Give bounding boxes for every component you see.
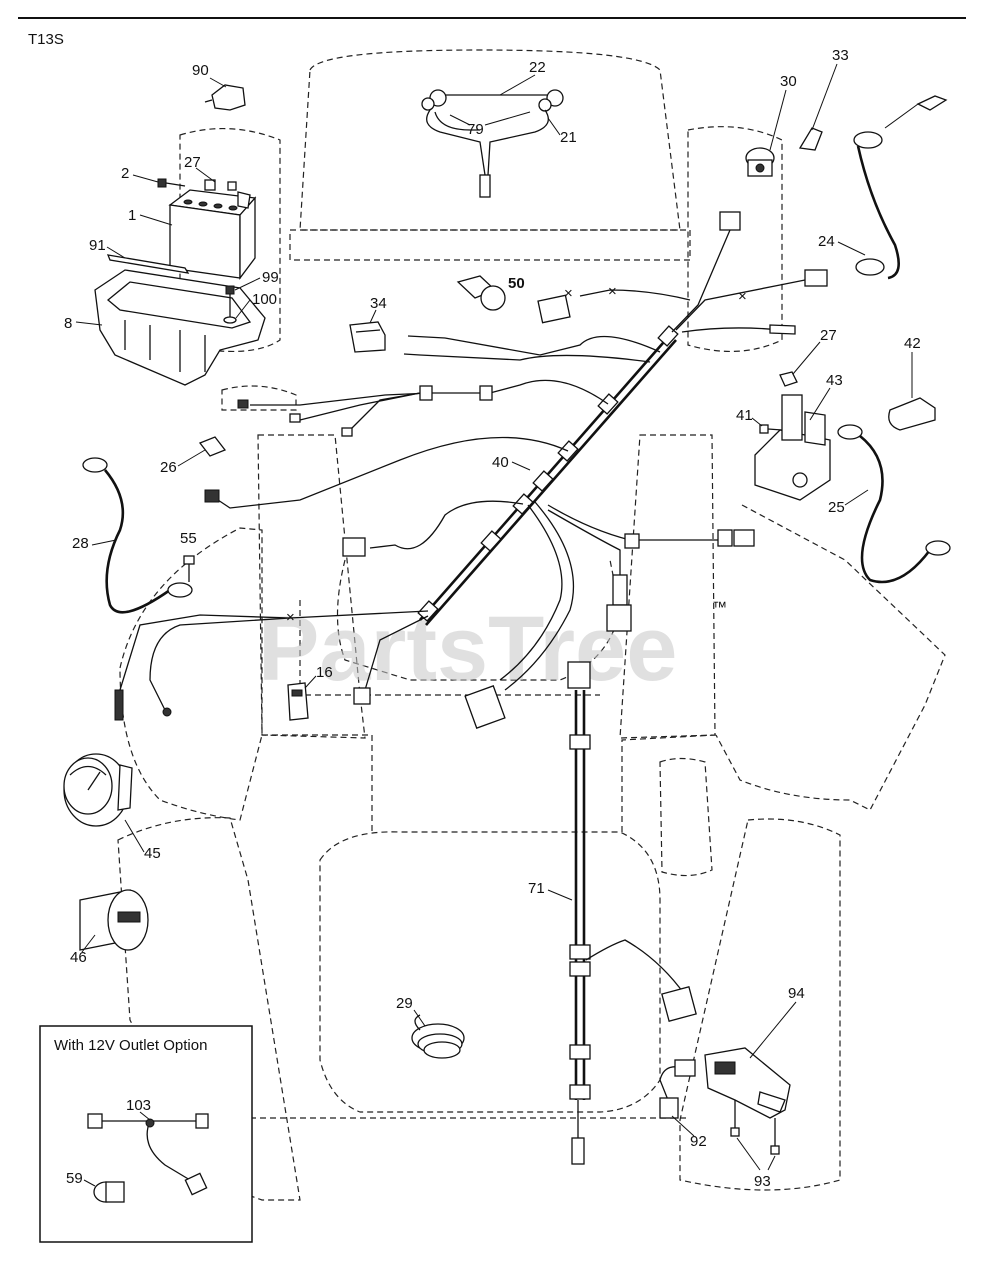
- label-99: 99: [262, 269, 279, 286]
- label-46: 46: [70, 949, 87, 966]
- label-8: 8: [64, 315, 72, 332]
- part-16-module: [287, 682, 309, 721]
- label-40: 40: [492, 454, 509, 471]
- label-100: 100: [252, 291, 277, 308]
- part-50-switch: [456, 275, 506, 311]
- part-24-cable: [853, 95, 948, 280]
- svg-text:×: ×: [286, 609, 295, 626]
- part-55-screw: [183, 555, 195, 582]
- part-29-coil: [411, 1014, 465, 1059]
- label-79: 79: [467, 121, 484, 138]
- part-33-key: [798, 127, 823, 151]
- part-93-screws: [730, 1100, 780, 1155]
- part-90-plug: [204, 84, 246, 111]
- label-24: 24: [818, 233, 835, 250]
- part-22-headlight-harness: [421, 89, 564, 198]
- label-91: 91: [89, 237, 106, 254]
- label-103: 103: [126, 1097, 151, 1114]
- label-29: 29: [396, 995, 413, 1012]
- part-27-nut-b: [779, 371, 798, 387]
- part-45-hour-meter: [63, 753, 133, 827]
- part-26-clip: [198, 436, 227, 457]
- label-34: 34: [370, 295, 387, 312]
- label-22: 22: [529, 59, 546, 76]
- part-94-switch: [704, 1047, 791, 1119]
- inset-12v-outlet: With 12V Outlet Option 103 59: [39, 1025, 253, 1243]
- label-21: 21: [560, 129, 577, 146]
- label-90: 90: [192, 62, 209, 79]
- part-30-ignition-switch: [745, 147, 775, 177]
- label-92: 92: [690, 1133, 707, 1150]
- part-92-connector: [659, 1059, 696, 1119]
- label-27a: 27: [184, 154, 201, 171]
- svg-text:×: ×: [608, 283, 617, 300]
- part-27-nut: [204, 179, 251, 209]
- part-1-battery: [168, 189, 257, 280]
- part-91-holddown: [106, 254, 190, 274]
- label-33: 33: [832, 47, 849, 64]
- watermark-tm: ™: [712, 599, 727, 616]
- part-28-cable: [82, 457, 193, 614]
- part-42-boot: [888, 397, 936, 431]
- part-41-bolt: [759, 424, 783, 434]
- part-71-harness: [567, 661, 697, 1165]
- part-99-bolt: [223, 285, 237, 324]
- svg-text:×: ×: [564, 285, 573, 302]
- label-71: 71: [528, 880, 545, 897]
- label-55: 55: [180, 530, 197, 547]
- label-59: 59: [66, 1170, 83, 1187]
- label-2: 2: [121, 165, 129, 182]
- label-93: 93: [754, 1173, 771, 1190]
- label-30: 30: [780, 73, 797, 90]
- label-27b: 27: [820, 327, 837, 344]
- label-25: 25: [828, 499, 845, 516]
- part-40-main-harness: × × × ×: [114, 211, 828, 729]
- label-1: 1: [128, 207, 136, 224]
- part-34-switch: [349, 321, 386, 353]
- label-50: 50: [508, 275, 525, 292]
- part-8-battery-tray: [94, 269, 266, 386]
- label-26: 26: [160, 459, 177, 476]
- label-45: 45: [144, 845, 161, 862]
- part-46-meter: [79, 889, 149, 951]
- label-94: 94: [788, 985, 805, 1002]
- inset-title: With 12V Outlet Option: [54, 1037, 207, 1054]
- diagram-code: T13S: [28, 31, 64, 48]
- label-42: 42: [904, 335, 921, 352]
- label-28: 28: [72, 535, 89, 552]
- part-43-solenoid: [754, 394, 831, 501]
- part-25-cable: [837, 424, 951, 584]
- svg-text:×: ×: [738, 288, 747, 305]
- label-41: 41: [736, 407, 753, 424]
- part-2-bolt: [157, 178, 186, 188]
- label-43: 43: [826, 372, 843, 389]
- label-16: 16: [316, 664, 333, 681]
